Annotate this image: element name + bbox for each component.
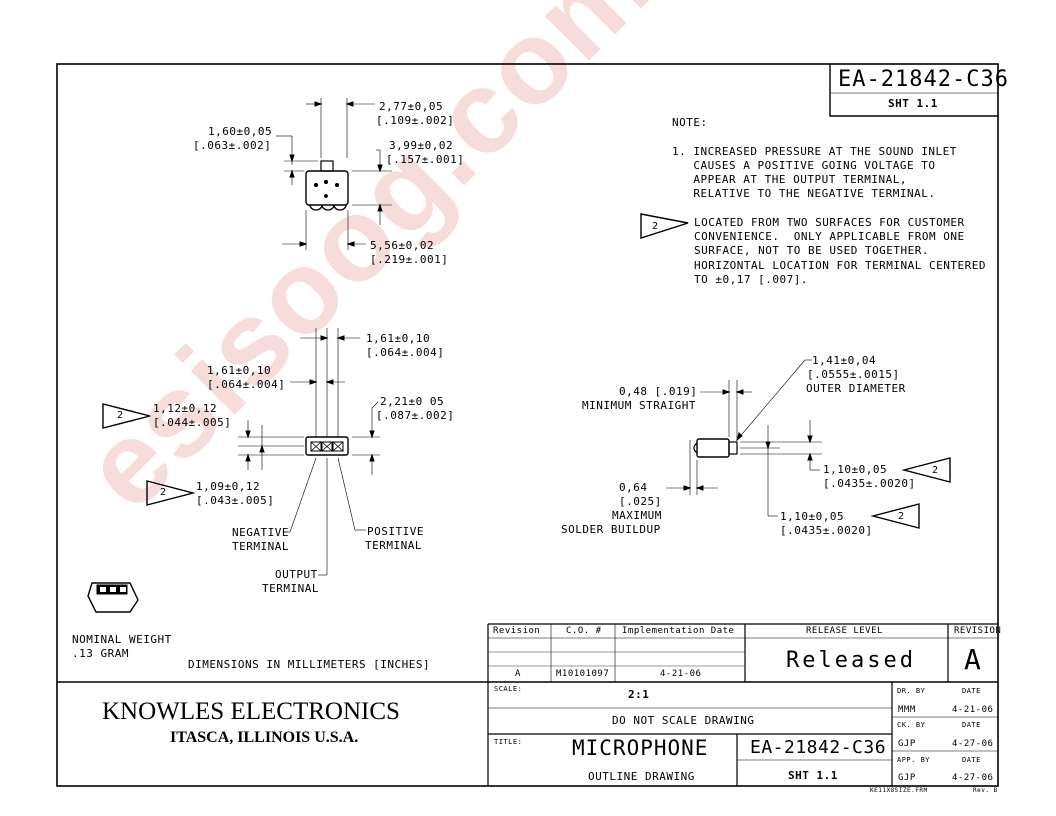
dr-date-label: DATE [962,687,981,695]
dim-flag-upper-mm: 1,12±0,12 [153,402,218,415]
dim-top-mm: 2,77±0,05 [379,100,444,113]
side-lower-in: [.0435±.0020] [780,524,873,537]
dim-width-in: [.219±.001] [370,253,449,266]
dim-right-mm: 3,99±0,02 [389,139,454,152]
footer-file: KE11X8SIZE.FRM [870,787,928,794]
flag-lower-label: 2 [160,487,167,498]
ck-by: GJP [898,739,916,749]
nominal-weight-label: NOMINAL WEIGHT [72,633,172,646]
dim-pitch-top-in: [.064±.004] [366,346,445,359]
title-value: MICROPHONE [572,736,709,760]
negative-terminal-label-2: TERMINAL [232,540,289,553]
dr-date: 4-21-06 [952,705,994,715]
release-level-label: RELEASE LEVEL [806,626,883,636]
rev-header-date: Implementation Date [622,626,735,636]
dim-right-front-mm: 2,21±0 05 [380,395,445,408]
note-2-line-1: LOCATED FROM TWO SURFACES FOR CUSTOMER [694,216,965,229]
ck-by-label: CK. BY [897,721,926,729]
dim-pitch-left-mm: 1,61±0,10 [207,364,272,377]
rev-header-revision: Revision [493,626,541,636]
rev-row-co: M10101097 [556,669,610,679]
positive-terminal-label-1: POSITIVE [367,525,424,538]
rev-header-co: C.O. # [566,626,602,636]
side-lower-mm: 1,10±0,05 [780,510,845,523]
dr-by: MMM [898,705,916,715]
app-date: 4-27-06 [952,773,994,783]
dim-pitch-top-mm: 1,61±0,10 [366,332,431,345]
solder-dim-in: [.025] [619,495,662,508]
note-1-line-1: 1. INCREASED PRESSURE AT THE SOUND INLET [672,145,957,158]
no-scale-note: DO NOT SCALE DRAWING [612,714,755,727]
header-doc-number: EA-21842-C36 [838,67,1009,92]
rev-row-date: 4-21-06 [660,669,702,679]
ck-date-label: DATE [962,721,981,729]
negative-terminal-label-1: NEGATIVE [232,526,289,539]
title-doc-number: EA-21842-C36 [750,737,887,758]
dim-flag-lower-in: [.043±.005] [196,494,275,507]
flag-side-lower-label: 2 [898,511,905,522]
note-2-line-5: TO ±0,17 [.007]. [694,273,808,286]
solder-label-2: SOLDER BUILDUP [561,523,661,536]
scale-value: 2:1 [628,688,650,701]
dim-left-in: [.063±.002] [193,139,272,152]
dr-by-label: DR. BY [897,687,926,695]
release-level-value: Released [786,648,916,673]
output-terminal-label-1: OUTPUT [275,568,318,581]
side-upper-in: [.0435±.0020] [823,477,916,490]
outer-diameter-label: OUTER DIAMETER [806,382,906,395]
app-by: GJP [898,773,916,783]
positive-terminal-label-2: TERMINAL [365,539,422,552]
app-date-label: DATE [962,756,981,764]
dim-flag-upper-in: [.044±.005] [153,416,232,429]
solder-label-1: MAXIMUM [612,509,662,522]
note-title: NOTE: [672,116,708,129]
footer-rev: Rev. B [973,787,998,794]
outer-diameter-in: [.0555±.0015] [807,368,900,381]
side-upper-mm: 1,10±0,05 [823,463,888,476]
dim-flag-lower-mm: 1,09±0,12 [196,480,261,493]
dim-left-mm: 1,60±0,05 [208,125,273,138]
flag-side-upper-label: 2 [932,465,939,476]
solder-dim-mm: 0,64 [619,481,648,494]
dim-pitch-left-in: [.064±.004] [207,378,286,391]
dim-width-mm: 5,56±0,02 [370,239,435,252]
dim-right-front-in: [.087±.002] [376,409,455,422]
output-terminal-label-2: TERMINAL [262,582,319,595]
note-2-line-4: HORIZONTAL LOCATION FOR TERMINAL CENTERE… [694,259,987,272]
title-label: TITLE: [494,738,523,746]
header-sheet: SHT 1.1 [888,97,938,110]
revision-value: A [964,643,982,676]
title-sheet: SHT 1.1 [788,769,838,782]
rev-row-revision: A [515,669,521,679]
company-name: KNOWLES ELECTRONICS [102,698,400,725]
scale-label: SCALE: [494,685,523,693]
note-1-line-2: CAUSES A POSITIVE GOING VOLTAGE TO [672,159,936,172]
dim-top-in: [.109±.002] [376,114,455,127]
flag-upper-label: 2 [117,410,124,421]
note-1-line-3: APPEAR AT THE OUTPUT TERMINAL, [672,173,908,186]
note-2-line-3: SURFACE, NOT TO BE USED TOGETHER. [694,244,930,257]
revision-label: REVISION [954,626,1002,636]
dim-right-in: [.157±.001] [386,153,465,166]
note-2-line-2: CONVENIENCE. ONLY APPLICABLE FROM ONE [694,230,965,243]
nominal-weight-value: .13 GRAM [72,647,129,660]
min-straight-label: MINIMUM STRAIGHT [582,399,696,412]
company-location: ITASCA, ILLINOIS U.S.A. [170,729,359,746]
app-by-label: APP. BY [897,756,931,764]
units-note: DIMENSIONS IN MILLIMETERS [INCHES] [188,658,431,671]
ck-date: 4-27-06 [952,739,994,749]
min-straight-dim: 0,48 [.019] [619,385,698,398]
note-1-line-4: RELATIVE TO THE NEGATIVE TERMINAL. [672,187,936,200]
note-2-flag: 2 [652,221,659,232]
subtitle-value: OUTLINE DRAWING [588,770,695,783]
outer-diameter-mm: 1,41±0,04 [812,354,877,367]
